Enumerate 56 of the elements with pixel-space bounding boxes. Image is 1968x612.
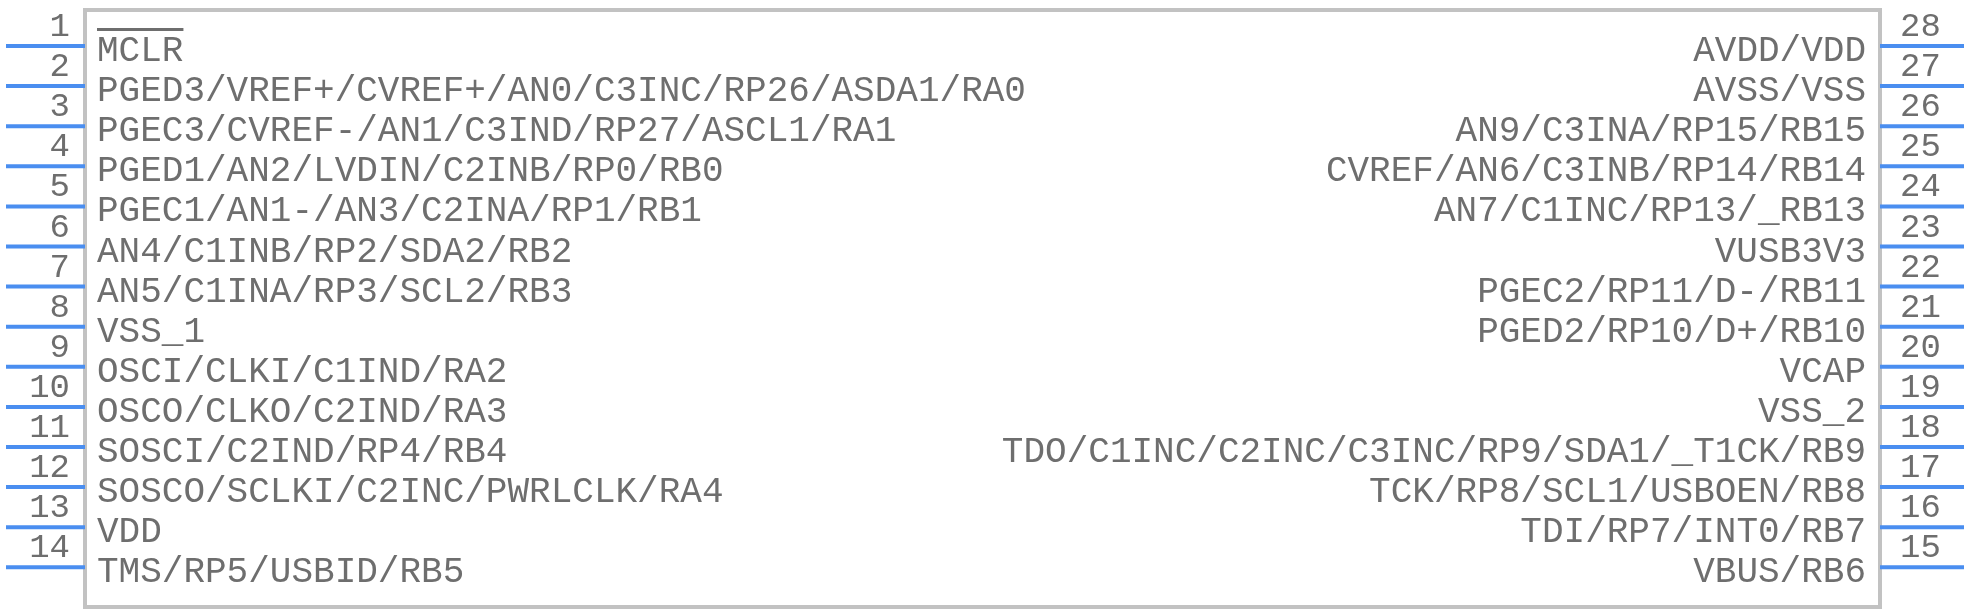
pin-number: 5 (49, 170, 70, 205)
pin-number: 9 (49, 330, 70, 365)
pin-number: 19 (1900, 370, 1941, 405)
pin-name: TDI/RP7/INT0/RB7 (1520, 515, 1866, 552)
pin-name: SOSCO/SCLKI/C2INC/PWRLCLK/RA4 (97, 475, 724, 512)
pin-number: 7 (49, 250, 70, 285)
pin-number: 16 (1900, 491, 1941, 526)
pin-name: VDD (97, 515, 162, 552)
pin-name: CVREF/AN6/C3INB/RP14/RB14 (1325, 154, 1866, 191)
pin-number: 25 (1900, 130, 1941, 165)
pin-number: 1 (49, 10, 70, 44)
pin-name: PGED3/VREF+/CVREF+/AN0/C3INC/RP26/ASDA1/RA0 (97, 74, 1026, 111)
pin-name: VSS_2 (1757, 394, 1866, 431)
pin-name: VUSB3V3 (1714, 234, 1866, 271)
pin-number: 26 (1900, 90, 1941, 125)
pin-number: 10 (29, 370, 70, 405)
pin-number: 4 (49, 130, 70, 165)
pin-name: PGED1/AN2/LVDIN/C2INB/RP0/RB0 (97, 154, 724, 191)
pin-name: TMS/RP5/USBID/RB5 (97, 555, 465, 592)
pin-number: 20 (1900, 330, 1941, 365)
pin-name: VCAP (1779, 354, 1866, 391)
pin-name: PGEC1/AN1-/AN3/C2INA/RP1/RB1 (97, 194, 702, 231)
pin-number: 11 (29, 411, 70, 445)
pin-number: 28 (1900, 10, 1941, 44)
pin-name: AN4/C1INB/RP2/SDA2/RB2 (97, 234, 573, 271)
pin-name: AN7/C1INC/RP13/_RB13 (1433, 194, 1866, 231)
pin-name: MCLR (97, 34, 184, 70)
pin-name: PGEC3/CVREF-/AN1/C3IND/RP27/ASCL1/RA1 (97, 114, 897, 151)
pin-number: 15 (1900, 531, 1941, 566)
pin-name: AN5/C1INA/RP3/SCL2/RB3 (97, 274, 573, 311)
pin-number: 23 (1900, 210, 1941, 245)
pin-name: PGED2/RP10/D+/RB10 (1477, 314, 1866, 351)
pin-number: 24 (1900, 170, 1941, 205)
pin-name: PGEC2/RP11/D-/RB11 (1477, 274, 1866, 311)
pin-name: SOSCI/C2IND/RP4/RB4 (97, 435, 508, 471)
pin-name: TDO/C1INC/C2INC/C3INC/RP9/SDA1/_T1CK/RB9 (1001, 435, 1866, 471)
pin-number: 8 (49, 290, 70, 325)
pin-name: VSS_1 (97, 314, 206, 351)
pin-number: 3 (49, 90, 70, 125)
pin-number: 2 (49, 50, 70, 85)
pin-name: OSCO/CLKO/C2IND/RA3 (97, 394, 508, 431)
pin-number: 14 (29, 531, 70, 566)
pin-number: 6 (49, 210, 70, 245)
pin-name: AVDD/VDD (1693, 34, 1866, 70)
pin-number: 13 (29, 491, 70, 526)
pin-number: 12 (29, 451, 70, 486)
pin-name: VBUS/RB6 (1693, 555, 1866, 592)
pin-number: 22 (1900, 250, 1941, 285)
pin-number: 21 (1900, 290, 1941, 325)
pin-name: AVSS/VSS (1693, 74, 1866, 111)
pin-name: TCK/RP8/SCL1/USBOEN/RB8 (1369, 475, 1866, 512)
pin-number: 18 (1900, 411, 1941, 445)
pin-name: AN9/C3INA/RP15/RB15 (1455, 114, 1866, 151)
pin-name: OSCI/CLKI/C1IND/RA2 (97, 354, 508, 391)
pin-number: 27 (1900, 50, 1941, 85)
pin-number: 17 (1900, 451, 1941, 486)
